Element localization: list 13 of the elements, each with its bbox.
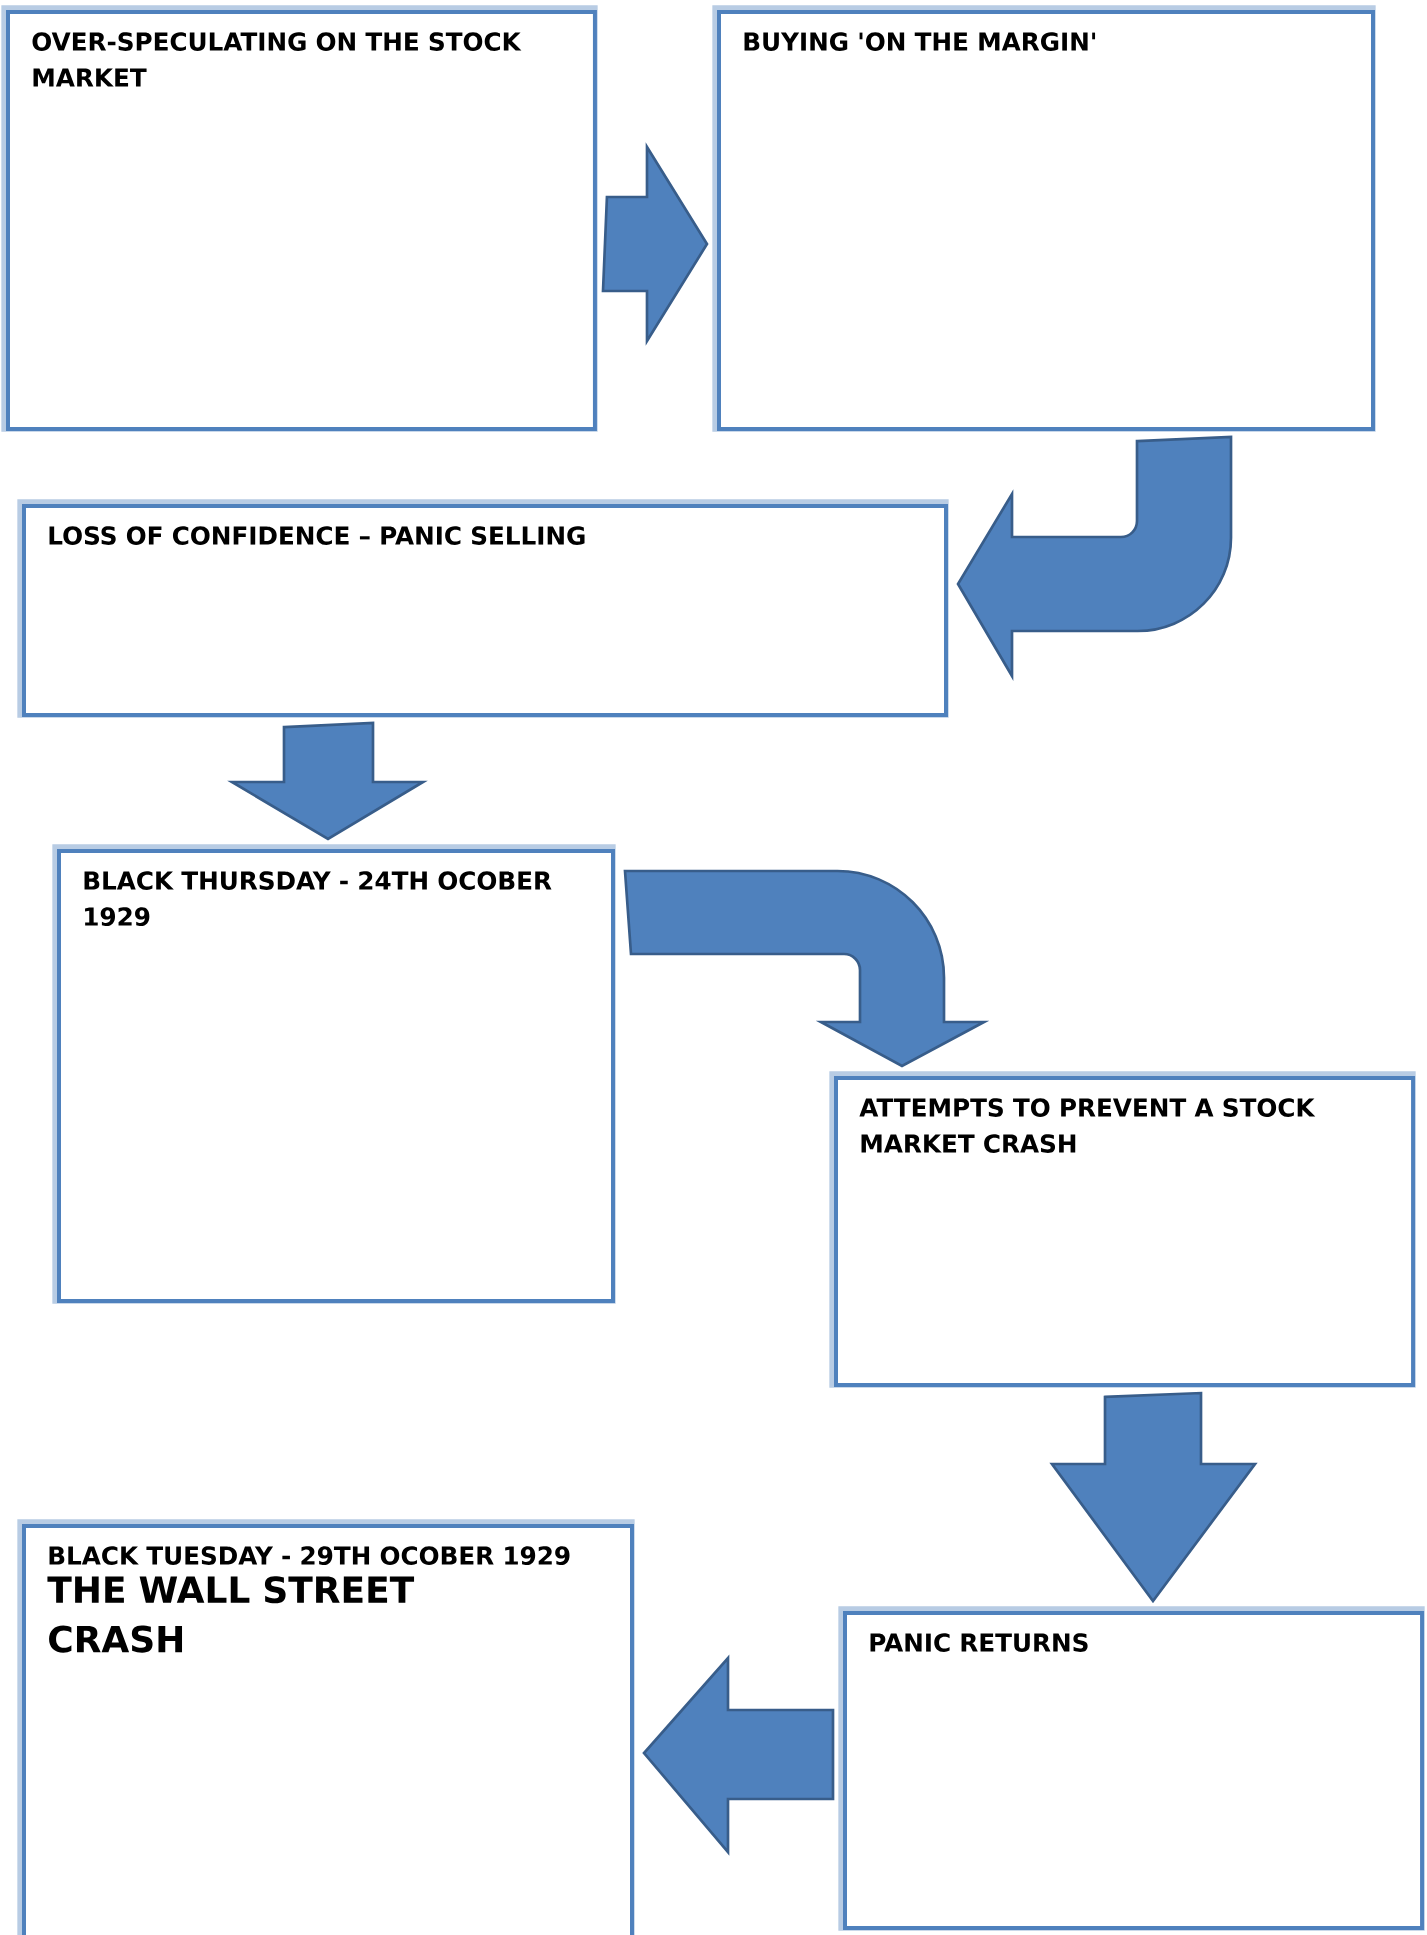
process-box: LOSS OF CONFIDENCE – PANIC SELLING: [17, 499, 949, 718]
block-arrow: [1049, 1391, 1258, 1604]
process-box: BUYING 'ON THE MARGIN': [712, 5, 1376, 432]
block-arrow: [601, 142, 709, 346]
process-box: PANIC RETURNS: [838, 1606, 1425, 1931]
block-arrow: [642, 1654, 835, 1856]
block-arrow: [623, 869, 986, 1068]
process-box: ATTEMPTS TO PREVENT A STOCK MARKET CRASH: [829, 1071, 1416, 1388]
block-arrow: [956, 435, 1233, 678]
block-arrow: [227, 721, 428, 841]
process-box: BLACK TUESDAY - 29TH OCOBER 1929 THE WALL STREET CRASH: [17, 1519, 635, 1935]
process-box: BLACK THURSDAY - 24TH OCOBER 1929: [52, 844, 616, 1304]
process-box: OVER-SPECULATING ON THE STOCK MARKET: [1, 5, 598, 432]
